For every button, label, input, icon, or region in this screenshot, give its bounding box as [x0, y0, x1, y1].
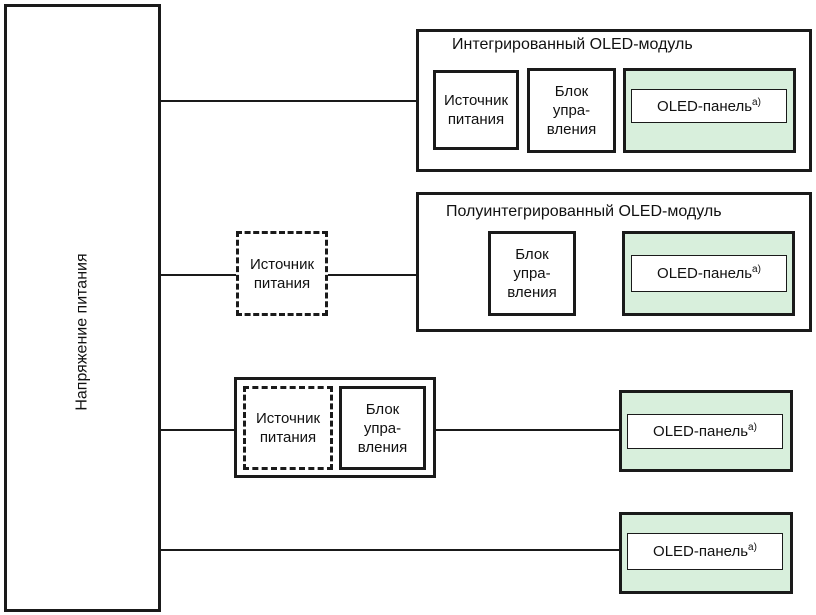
row1-control-line2: упра- [552, 102, 591, 119]
row2-power-source-line2: питания [253, 274, 311, 292]
row2-oled-panel: OLED-панельа) [631, 255, 787, 292]
row2-control-line2: упра- [513, 265, 551, 282]
row3-power-source-line1: Источник [255, 410, 321, 427]
power-supply-label: Напряжение питания [73, 253, 91, 411]
row2-power-source-line1: Источник [249, 255, 315, 273]
row4-footnote: а) [748, 542, 757, 553]
row3-control-block: Блок упра- вления [339, 386, 426, 470]
row3-oled-panel-label: OLED-панель [653, 423, 749, 440]
row1-control-block: Блок упра- вления [527, 68, 616, 153]
row1-footnote: а) [752, 96, 761, 108]
row1-power-source-line2: питания [447, 111, 505, 128]
connector-row2-a [160, 274, 238, 276]
row3-control-line2: упра- [363, 419, 402, 437]
row1-oled-panel: OLED-панельа) [631, 89, 787, 123]
integrated-module-title: Интегрированный OLED-модуль [452, 36, 693, 53]
row2-control-block: Блок упра- вления [488, 231, 576, 316]
row2-control-line3: вления [507, 284, 557, 301]
connector-row2-b [327, 274, 417, 276]
row3-power-source-line2: питания [259, 429, 317, 446]
row3-footnote: а) [748, 422, 757, 433]
row1-control-line1: Блок [554, 83, 589, 100]
row1-power-source: Источник питания [433, 70, 519, 150]
row2-external-power-source: Источник питания [236, 231, 328, 316]
row3-control-line3: вления [357, 438, 408, 456]
connector-row3-b [434, 429, 620, 431]
row4-oled-panel-label: OLED-панель [653, 543, 749, 560]
row1-control-line3: вления [546, 121, 597, 138]
connector-row4 [160, 549, 620, 551]
row3-power-source: Источник питания [243, 386, 333, 470]
row1-power-source-line1: Источник [443, 92, 509, 109]
row2-footnote: а) [752, 264, 761, 275]
row4-oled-panel: OLED-панельа) [627, 533, 783, 570]
connector-row3-a [160, 429, 236, 431]
row2-control-line1: Блок [515, 246, 549, 263]
row3-oled-panel: OLED-панельа) [627, 414, 783, 449]
power-supply-block [4, 4, 161, 612]
row3-control-line1: Блок [365, 400, 400, 418]
row2-oled-panel-label: OLED-панель [657, 265, 753, 282]
semi-integrated-module-title: Полуинтегрированный OLED-модуль [446, 203, 722, 220]
row1-oled-panel-label: OLED-панель [657, 97, 753, 115]
connector-row1 [160, 100, 417, 102]
